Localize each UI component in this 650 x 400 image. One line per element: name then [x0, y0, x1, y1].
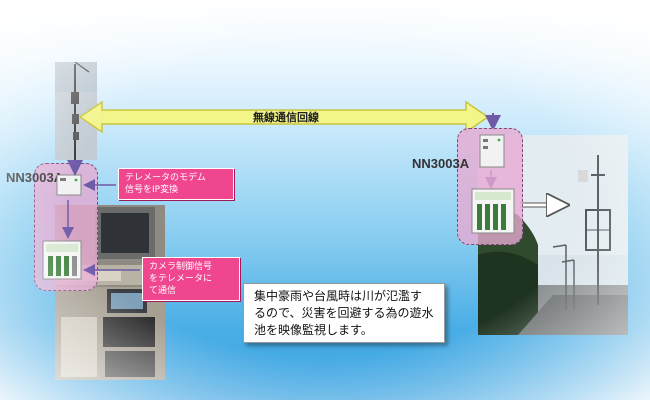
description-note: 集中豪雨や台風時は川が氾濫す るので、災害を回避する為の遊水 池を映像監視します… [243, 283, 445, 343]
right-ip-converter-device [479, 134, 505, 168]
right-device-label: NN3003A [412, 156, 470, 171]
callout-modem-ip-conversion: テレメータのモデム 信号をIP変換 [118, 168, 234, 200]
callout-camera-control-telemeter: カメラ制御信号 をテレメータに て通信 [142, 257, 240, 301]
right-controller-device [471, 188, 515, 234]
